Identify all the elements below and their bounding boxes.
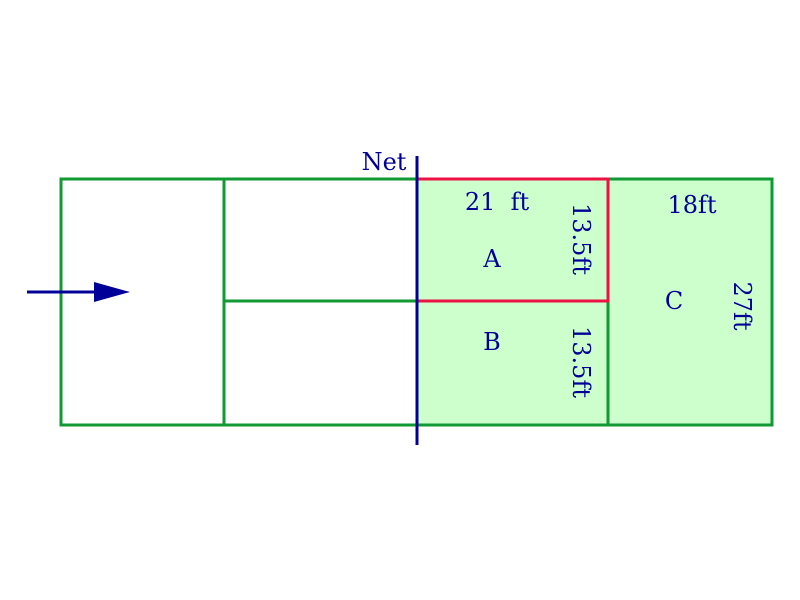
zone-b-fill [417,301,608,425]
zone-a-width-label: 21 ft [465,188,530,216]
zone-c-label: C [665,287,683,315]
zone-b-label: B [483,328,501,356]
net-label: Net [362,148,407,176]
zone-a-depth-label: 13.5ft [567,203,595,275]
zone-c-fill [608,179,772,425]
zone-a-fill [417,179,608,301]
arrow-icon [27,282,130,302]
zone-c-width-label: 18ft [667,191,716,219]
zone-b-depth-label: 13.5ft [567,326,595,398]
zone-c-depth-label: 27ft [728,281,756,330]
zone-a-label: A [482,245,501,273]
